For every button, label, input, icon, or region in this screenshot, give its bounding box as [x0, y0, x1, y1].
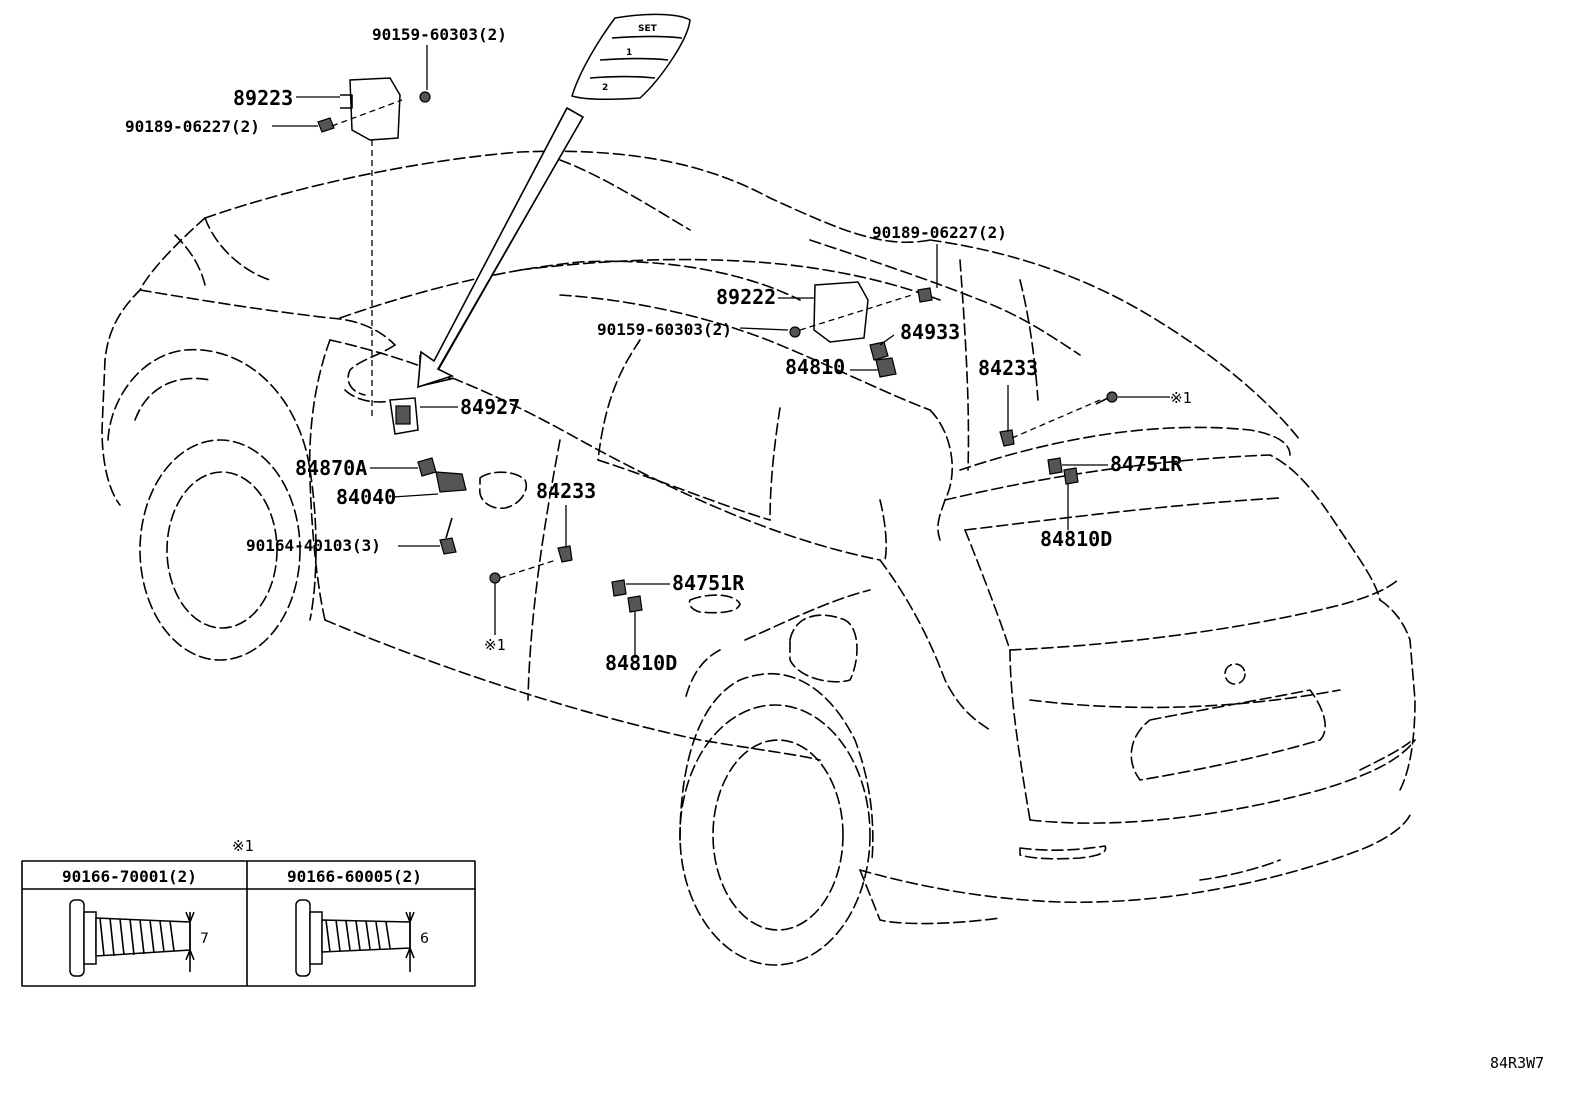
bolt-drawing-2: 6: [295, 899, 429, 977]
label-90189-06227-right: 90189-06227(2): [872, 223, 1007, 242]
label-84751R-door: 84751R: [672, 571, 745, 595]
vehicle-outline: [101, 150, 1416, 966]
pointer-arrow: [417, 106, 585, 389]
bolt-drawing-1: 7: [69, 899, 209, 977]
part-labels: 90159-60303(2) 89223 90189-06227(2) 9018…: [125, 25, 1192, 675]
label-84810: 84810: [785, 355, 845, 379]
label-84870A: 84870A: [295, 456, 367, 480]
label-89223: 89223: [233, 86, 293, 110]
label-84040: 84040: [336, 485, 396, 509]
detail-col1-part: 90166-70001(2): [62, 867, 197, 886]
seat-memory-switch-panel: SET 1 2: [571, 13, 691, 101]
ecu-89223-shape: [349, 77, 401, 141]
detail-table: ※1 90166-70001(2) 90166-60005(2) 7 6: [21, 837, 476, 987]
label-84233-right: 84233: [978, 356, 1038, 380]
label-note1-left: ※1: [484, 636, 506, 654]
parts: [317, 77, 1118, 613]
detail-col2-dimension: 6: [420, 931, 429, 947]
detail-col1-dimension: 7: [200, 931, 209, 947]
label-84751R-hatch: 84751R: [1110, 452, 1183, 476]
diagram-reference-code: 84R3W7: [1490, 1054, 1544, 1072]
label-84233-left: 84233: [536, 479, 596, 503]
detail-table-note: ※1: [232, 837, 254, 855]
label-84927: 84927: [460, 395, 520, 419]
label-90159-60303-mid: 90159-60303(2): [597, 320, 732, 339]
leader-lines: [272, 45, 1170, 658]
label-note1-right: ※1: [1170, 389, 1192, 407]
label-84933: 84933: [900, 320, 960, 344]
switch-mem2-text: 2: [602, 83, 608, 93]
switch-mem1-text: 1: [626, 48, 632, 58]
ecu-89222-shape: [813, 281, 869, 343]
label-90164-40103: 90164-40103(3): [246, 536, 381, 555]
label-84810D-hatch: 84810D: [1040, 527, 1112, 551]
switch-set-text: SET: [638, 24, 658, 34]
label-90159-60303-top: 90159-60303(2): [372, 25, 507, 44]
label-84810D-door: 84810D: [605, 651, 677, 675]
detail-col2-part: 90166-60005(2): [287, 867, 422, 886]
label-89222: 89222: [716, 285, 776, 309]
label-90189-06227-left: 90189-06227(2): [125, 117, 260, 136]
